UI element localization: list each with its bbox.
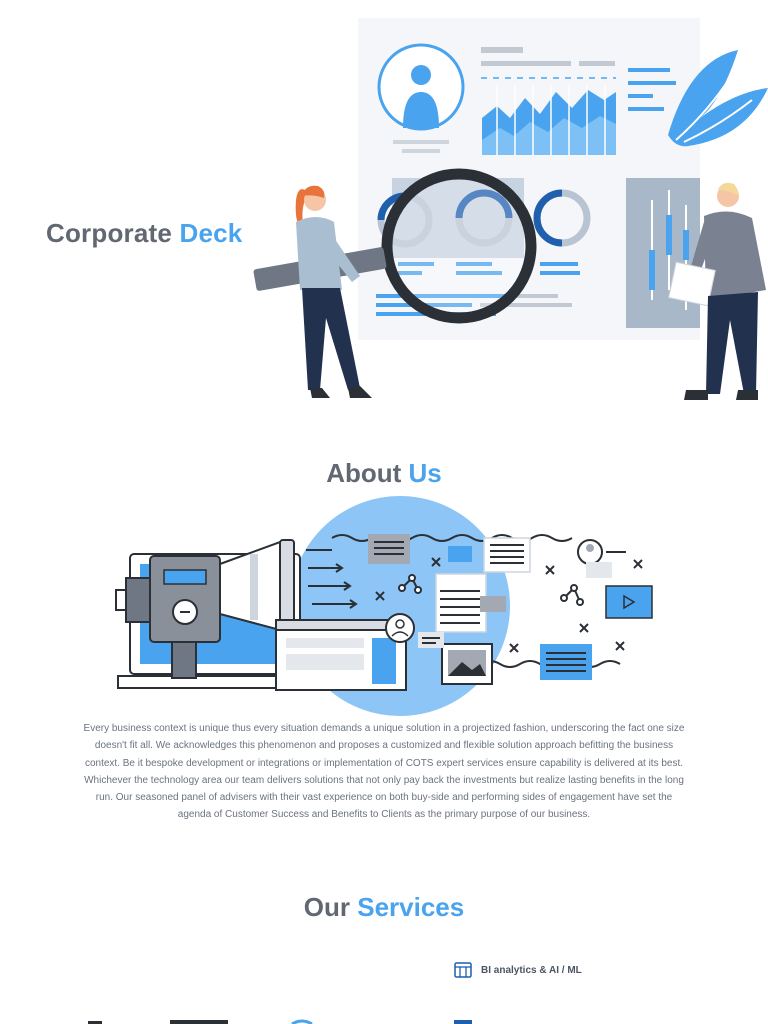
analytics-icon <box>454 962 472 978</box>
about-body: Every business context is unique thus ev… <box>83 723 685 821</box>
services-title-part2: Services <box>357 892 465 922</box>
hero-title-part1: Corporate <box>46 218 173 248</box>
leaf-logo-icon <box>668 50 768 147</box>
services-title: Our Services <box>0 892 768 923</box>
about-title: About Us <box>0 458 768 489</box>
service-item-bi-analytics[interactable]: BI analytics & AI / ML <box>454 962 582 978</box>
about-illustration <box>115 496 653 716</box>
about-title-part2: Us <box>408 458 442 488</box>
man-figure <box>668 182 766 400</box>
profile-circle-icon <box>377 43 465 131</box>
video-player-icon <box>605 585 653 619</box>
services-title-part1: Our <box>303 892 350 922</box>
service-item-label: BI analytics & AI / ML <box>481 964 582 976</box>
woman-figure <box>295 185 372 398</box>
magnifier-icon <box>381 168 537 324</box>
share-icon <box>398 574 584 606</box>
hero-illustration <box>253 18 768 400</box>
services-row-partial <box>88 1019 472 1024</box>
hero-title: Corporate Deck <box>46 218 242 249</box>
hero-title-part2: Deck <box>179 218 243 248</box>
about-title-part1: About <box>326 458 402 488</box>
